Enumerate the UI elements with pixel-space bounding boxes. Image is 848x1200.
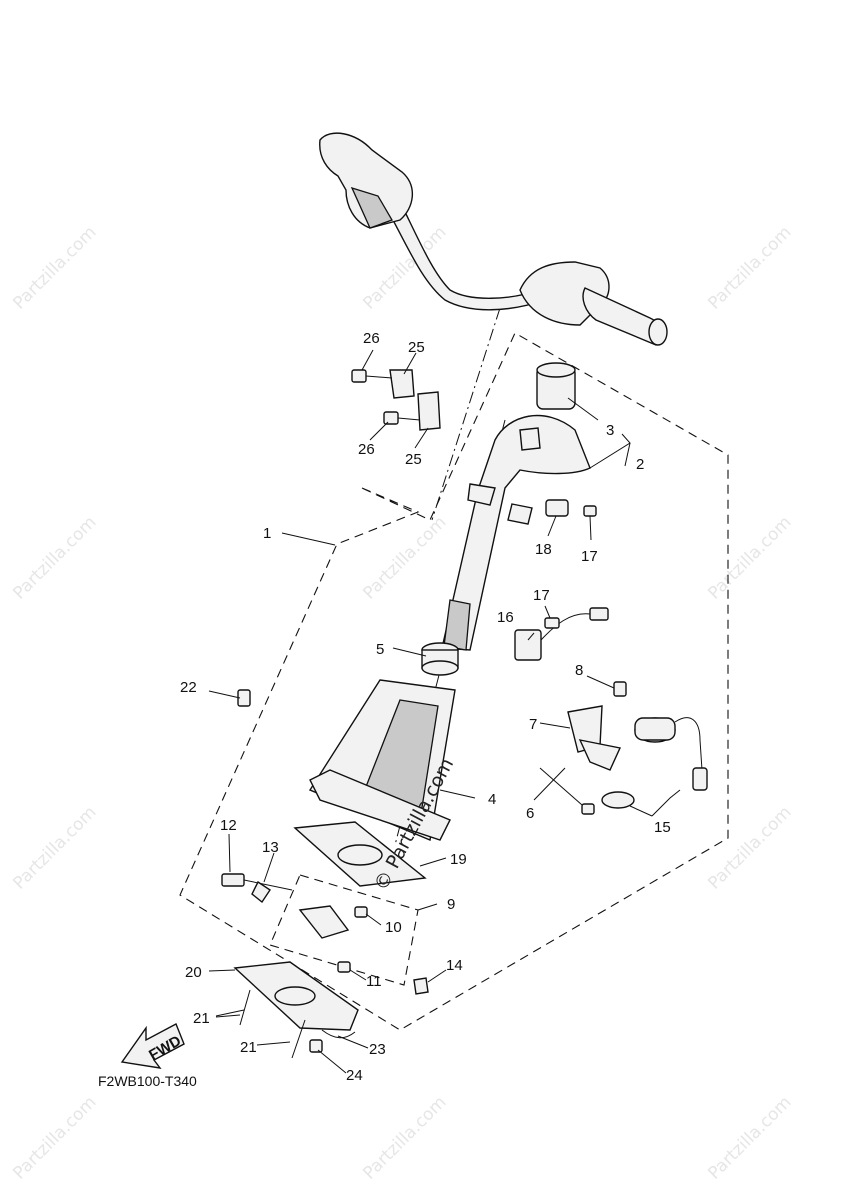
lower-hardware: [221, 873, 429, 1059]
diagram-code: F2WB100-T340: [98, 1073, 197, 1089]
callout-14: 14: [446, 957, 463, 974]
callout-16: 16: [497, 609, 514, 626]
watermark: Partzilla.com: [359, 512, 450, 603]
steering-column: [389, 362, 591, 651]
watermark: Partzilla.com: [704, 222, 795, 313]
plates: [233, 821, 427, 1031]
part-5-bearing: [421, 642, 459, 676]
callout-25b: 25: [405, 451, 422, 468]
callout-1: 1: [263, 525, 271, 542]
part-4-housing: [237, 679, 456, 841]
callout-8: 8: [575, 662, 583, 679]
callout-5: 5: [376, 641, 384, 658]
callout-26a: 26: [363, 330, 380, 347]
callout-2: 2: [636, 456, 644, 473]
right-side-parts: [539, 681, 708, 815]
watermark: Partzilla.com: [704, 512, 795, 603]
callout-9: 9: [447, 896, 455, 913]
upper-hardware: [351, 369, 609, 661]
callout-22: 22: [180, 679, 197, 696]
callout-26b: 26: [358, 441, 375, 458]
leader-lines: [208, 349, 681, 1074]
callout-15: 15: [654, 819, 671, 836]
callout-12: 12: [220, 817, 237, 834]
callout-17a: 17: [533, 587, 550, 604]
handlebar-assembly: [319, 132, 668, 346]
callout-21a: 21: [193, 1010, 210, 1027]
callout-13: 13: [262, 839, 279, 856]
watermark: Partzilla.com: [9, 512, 100, 603]
callout-17b: 17: [581, 548, 598, 565]
callout-4: 4: [488, 791, 496, 808]
callout-7: 7: [529, 716, 537, 733]
watermark: Partzilla.com: [704, 802, 795, 893]
callout-18: 18: [535, 541, 552, 558]
watermark: Partzilla.com: [704, 1092, 795, 1183]
callout-24: 24: [346, 1067, 363, 1084]
callout-20: 20: [185, 964, 202, 981]
watermark: Partzilla.com: [9, 802, 100, 893]
callout-6: 6: [526, 805, 534, 822]
watermark: Partzilla.com: [9, 1092, 100, 1183]
callout-25a: 25: [408, 339, 425, 356]
assembly-outline-1: [179, 332, 729, 1031]
callout-11: 11: [366, 973, 382, 990]
assembly-outline-9: [269, 874, 419, 986]
callouts: 1 2 3 4 5 6 7 8 9 10 11 12 13 14 15 16 1…: [180, 330, 671, 1084]
callout-19: 19: [450, 851, 467, 868]
callout-21b: 21: [240, 1039, 257, 1056]
watermark: Partzilla.com: [359, 1092, 450, 1183]
callout-3: 3: [606, 422, 614, 439]
watermark: Partzilla.com: [9, 222, 100, 313]
callout-10: 10: [385, 919, 402, 936]
fwd-arrow: FWD: [120, 1023, 185, 1069]
callout-23: 23: [369, 1041, 386, 1058]
centerline: [431, 307, 501, 521]
